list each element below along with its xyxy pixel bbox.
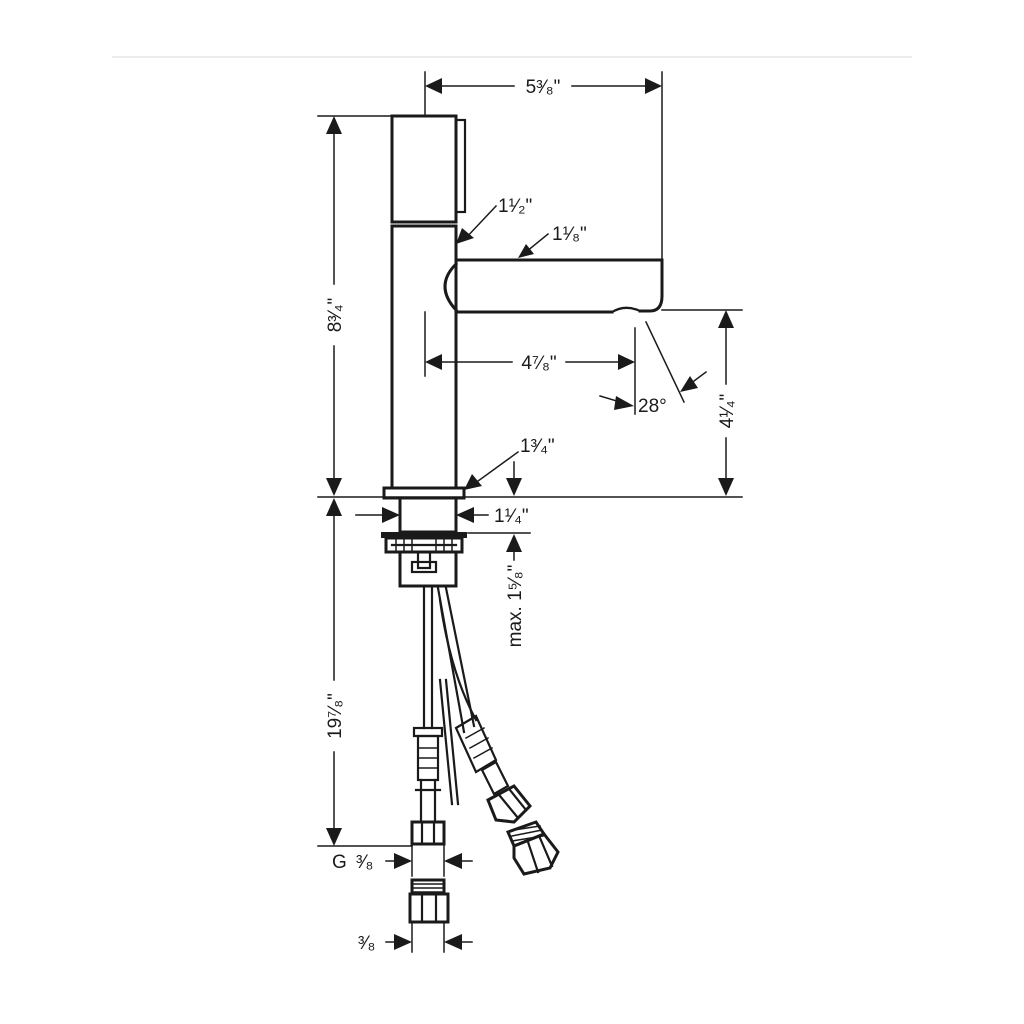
label-body-top-diameter: 1¹⁄₂" [498,196,532,217]
adapter-fittings [408,820,560,924]
label-spout-height: 4¹⁄₄" [717,394,738,429]
supply-hoses [410,584,533,846]
label-shank-diameter: 1¹⁄₄" [494,506,529,527]
label-spout-diameter: 1¹⁄₈" [552,224,587,245]
label-hose-connection-g: G [332,852,347,873]
label-max-deck-thickness: max. 1⁵⁄₈" [505,565,526,648]
label-hose-length: 19⁷⁄₈" [325,693,346,739]
label-hose-connection: ³⁄₈ [356,852,373,873]
label-spout-inner-reach: 4⁷⁄₈" [521,353,556,374]
label-base-diameter: 1³⁄₄" [520,436,555,457]
mounting-shank [381,496,467,588]
dimension-lines [317,71,743,953]
label-spout-angle: 28° [638,396,667,417]
label-overall-height: 8³⁄₄" [325,298,346,333]
label-spout-reach: 5³⁄₈" [526,77,561,98]
label-adapter-connection: ³⁄₈ [358,933,375,954]
